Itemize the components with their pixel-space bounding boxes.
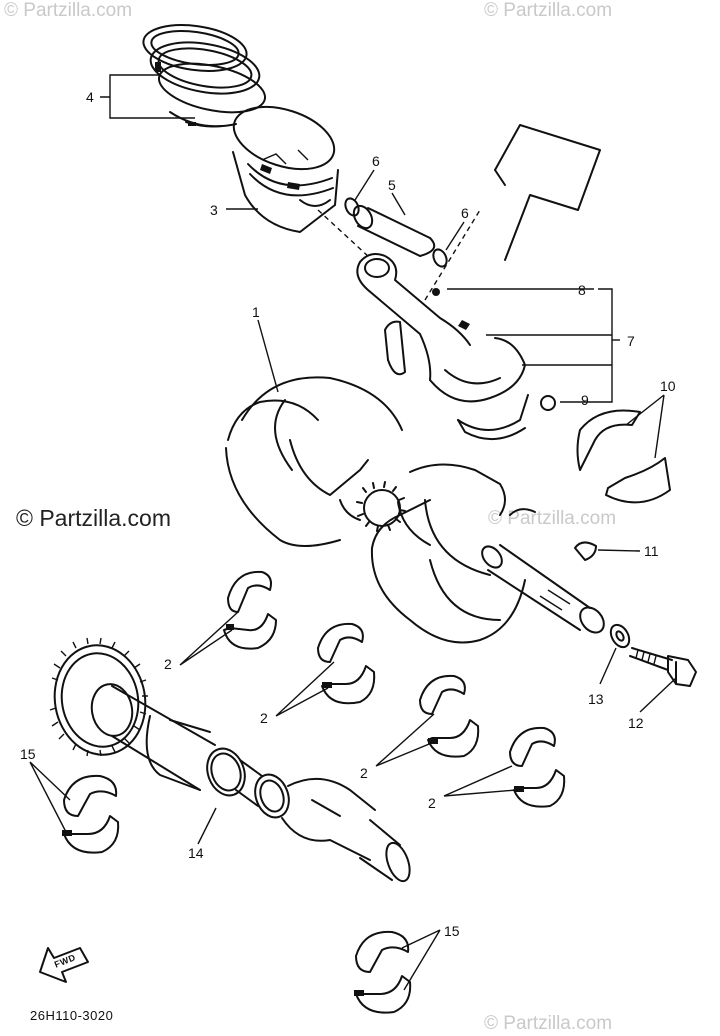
balancer-bearing-upper — [62, 774, 120, 854]
callout-13: 13 — [588, 691, 604, 707]
callout-7: 7 — [627, 333, 635, 349]
watermark-top-right: © Partzilla.com — [484, 0, 613, 21]
main-bearing-4 — [509, 726, 566, 808]
callout-12: 12 — [628, 715, 644, 731]
callout-2-third: 2 — [360, 765, 368, 781]
watermark-main: © Partzilla.com — [16, 505, 171, 531]
main-bearing-1 — [223, 570, 277, 650]
callout-9: 9 — [581, 392, 589, 408]
crankshaft — [225, 376, 605, 644]
callout-1: 1 — [252, 304, 260, 320]
rod-cap-outline — [384, 124, 601, 376]
connecting-rod — [356, 253, 529, 441]
callout-6-lower: 6 — [461, 205, 469, 221]
callout-15-upper: 15 — [20, 746, 36, 762]
callout-11: 11 — [644, 543, 659, 559]
watermark-top-left: © Partzilla.com — [4, 0, 133, 21]
balancer-shaft — [49, 637, 411, 883]
callout-2-fourth: 2 — [428, 795, 436, 811]
pin-clips — [344, 197, 448, 268]
fwd-arrow — [39, 947, 89, 983]
callout-3: 3 — [210, 202, 218, 218]
callout-15-lower: 15 — [444, 923, 460, 939]
piston-rings — [142, 24, 267, 128]
bolt — [629, 647, 697, 687]
diagram-code: 26H110-3020 — [30, 1008, 114, 1023]
watermark-bottom-right: © Partzilla.com — [484, 1013, 613, 1034]
callout-14: 14 — [188, 845, 204, 861]
callout-10: 10 — [660, 378, 676, 394]
rod-nut — [540, 395, 556, 411]
callout-6-upper: 6 — [372, 153, 380, 169]
piston-pin — [352, 204, 436, 257]
piston — [232, 105, 339, 233]
watermark-mid-right: © Partzilla.com — [488, 508, 617, 529]
woodruff-key — [574, 541, 597, 561]
balancer-bearing-lower — [354, 930, 412, 1014]
callout-4: 4 — [86, 89, 94, 105]
washer — [609, 623, 631, 649]
leader-lines — [29, 74, 677, 991]
main-bearing-2 — [317, 622, 376, 705]
callout-8: 8 — [578, 282, 586, 298]
callout-5: 5 — [388, 177, 396, 193]
callout-2-first: 2 — [164, 656, 172, 672]
callout-2-second: 2 — [260, 710, 268, 726]
big-end-bearings — [576, 409, 671, 504]
main-bearing-3 — [419, 674, 480, 758]
